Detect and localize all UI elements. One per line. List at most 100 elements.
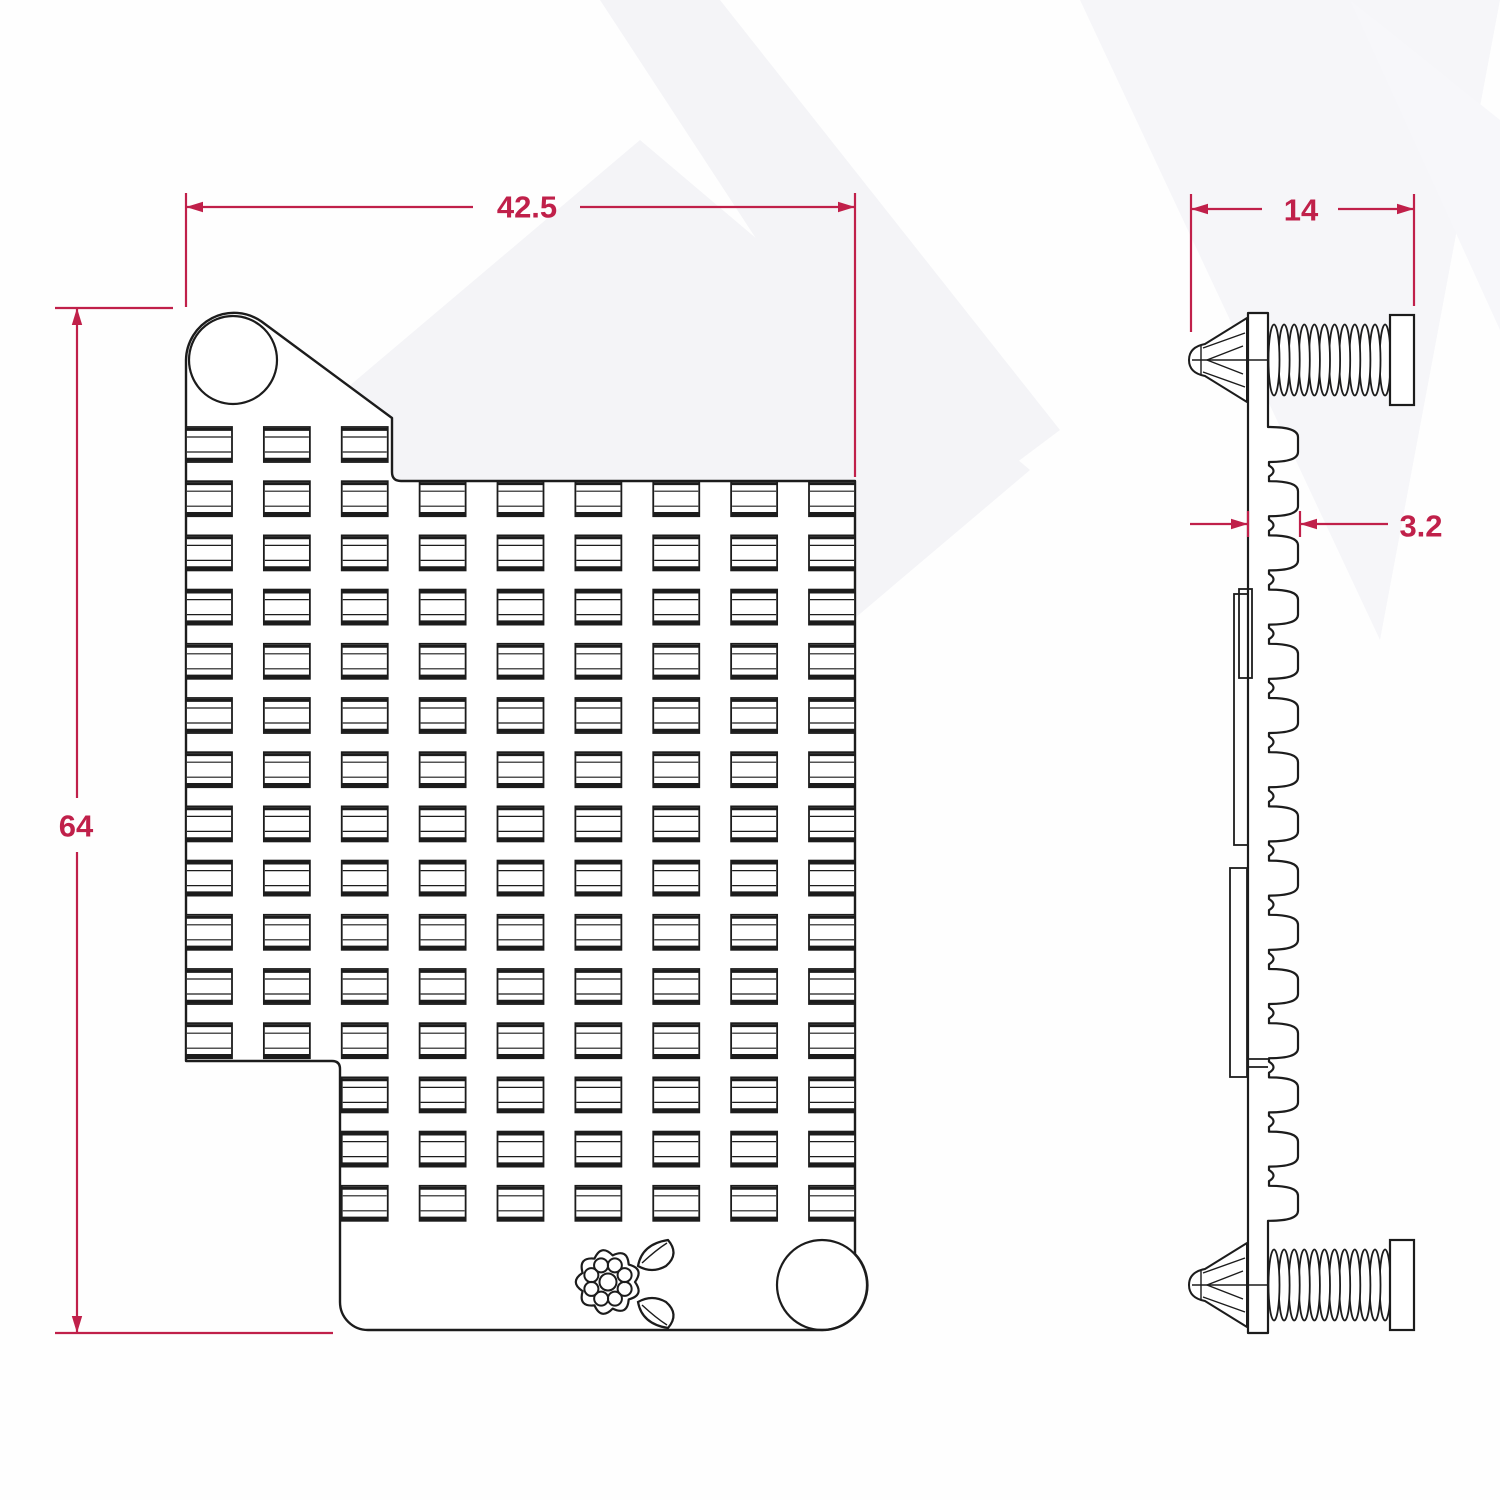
raspberry-pi-logo-icon <box>574 1238 675 1330</box>
heatsink-fin <box>730 1130 779 1168</box>
heatsink-fin <box>730 1076 779 1114</box>
heatsink-fin <box>808 805 856 843</box>
heatsink-fin <box>730 697 779 734</box>
dimension-arrow <box>71 1316 83 1333</box>
side-view <box>1188 311 1416 1335</box>
heatsink-fin <box>496 697 545 734</box>
heatsink-fin <box>418 480 467 518</box>
heatsink-fin <box>418 751 467 789</box>
heatsink-fin <box>262 968 311 1005</box>
heatsink-fin <box>418 697 467 734</box>
berry-drupelet <box>606 1257 623 1274</box>
pin-barb-line <box>1202 332 1246 349</box>
screw-head <box>1388 313 1416 407</box>
heatsink-fin <box>496 642 545 680</box>
heatsink-fin <box>652 697 701 734</box>
heatsink-fin <box>730 751 779 789</box>
heatsink-fin <box>262 642 311 680</box>
heatsink-fin <box>340 805 389 843</box>
dimension-arrow <box>1300 518 1317 530</box>
heatsink-fin <box>652 968 701 1005</box>
heatsink-fin <box>730 968 779 1005</box>
heatsink-fin <box>418 534 467 572</box>
screw-thread-coil <box>1267 323 1281 397</box>
heatsink-fin <box>496 968 545 1005</box>
heatsink-fin <box>574 534 623 572</box>
side-plate-and-fin-teeth <box>1246 311 1300 1335</box>
heatsink-fin <box>185 968 233 1005</box>
heatsink-fin <box>340 859 389 897</box>
heatsink-fin <box>262 426 311 463</box>
heatsink-fin <box>652 642 701 680</box>
heatsink-fin <box>185 751 233 789</box>
heatsink-fin <box>418 1184 467 1222</box>
heatsink-fin <box>652 1130 701 1168</box>
heatsink-fin <box>418 859 467 897</box>
heatsink-fin <box>496 588 545 626</box>
heatsink-fin <box>652 1022 701 1060</box>
heatsink-fin <box>496 1184 545 1222</box>
heatsink-fin <box>574 697 623 734</box>
watermark-shape <box>1080 0 1500 640</box>
heatsink-fin <box>340 751 389 789</box>
pin-barb-line <box>1202 1296 1246 1313</box>
thermal-pads <box>1229 588 1253 1078</box>
heatsink-fin <box>418 805 467 843</box>
thermal-pad <box>1229 867 1248 1078</box>
heatsink-fin <box>652 859 701 897</box>
heatsink-fin <box>574 642 623 680</box>
heatsink-fin <box>496 1022 545 1060</box>
screw-thread-coil <box>1267 1248 1281 1322</box>
dimension-arrow <box>1231 518 1248 530</box>
heatsink-fin <box>652 480 701 518</box>
heatsink-fin <box>496 913 545 951</box>
dimension-arrow <box>1191 203 1208 215</box>
push-pin-fasteners <box>1188 313 1416 1332</box>
berry-drupelet <box>598 1272 618 1292</box>
heatsink-fin <box>808 642 856 680</box>
thermal-pad <box>1238 588 1253 679</box>
heatsink-fin <box>185 426 233 463</box>
fin-grid <box>185 426 856 1222</box>
heatsink-fin <box>340 1022 389 1060</box>
mounting-holes <box>187 314 869 1332</box>
heatsink-fin <box>262 751 311 789</box>
heatsink-fin <box>574 1076 623 1114</box>
heatsink-fin <box>730 1022 779 1060</box>
heatsink-fin <box>730 1184 779 1222</box>
heatsink-fin <box>496 534 545 572</box>
heatsink-fin <box>808 588 856 626</box>
heatsink-fin <box>808 697 856 734</box>
heatsink-fin <box>496 751 545 789</box>
heatsink-fin <box>652 805 701 843</box>
heatsink-fin <box>418 1022 467 1060</box>
heatsink-fin <box>340 697 389 734</box>
heatsink-fin <box>340 588 389 626</box>
heatsink-fin <box>574 968 623 1005</box>
heatsink-fin <box>418 1076 467 1114</box>
heatsink-fin <box>340 480 389 518</box>
heatsink-fin <box>340 1076 389 1114</box>
leaf-vein <box>641 1304 668 1326</box>
heatsink-fin <box>730 534 779 572</box>
dimension-arrow <box>186 201 203 213</box>
dim-side-width-label: 14 <box>1284 193 1319 228</box>
heatsink-fin <box>262 1022 311 1060</box>
pin-chevron <box>1205 345 1244 375</box>
heatsink-fin <box>262 534 311 572</box>
heatsink-fin <box>185 1022 233 1060</box>
heatsink-fin <box>808 751 856 789</box>
heatsink-fin <box>652 534 701 572</box>
heatsink-fin <box>574 859 623 897</box>
heatsink-fin <box>730 642 779 680</box>
heatsink-fin <box>262 480 311 518</box>
heatsink-fin <box>185 859 233 897</box>
heatsink-fin <box>340 426 389 463</box>
screw-head <box>1388 1238 1416 1332</box>
heatsink-fin <box>808 1076 856 1114</box>
heatsink-fin <box>418 968 467 1005</box>
heatsink-fin <box>185 534 233 572</box>
dim-base-thickness-label: 3.2 <box>1399 509 1442 544</box>
